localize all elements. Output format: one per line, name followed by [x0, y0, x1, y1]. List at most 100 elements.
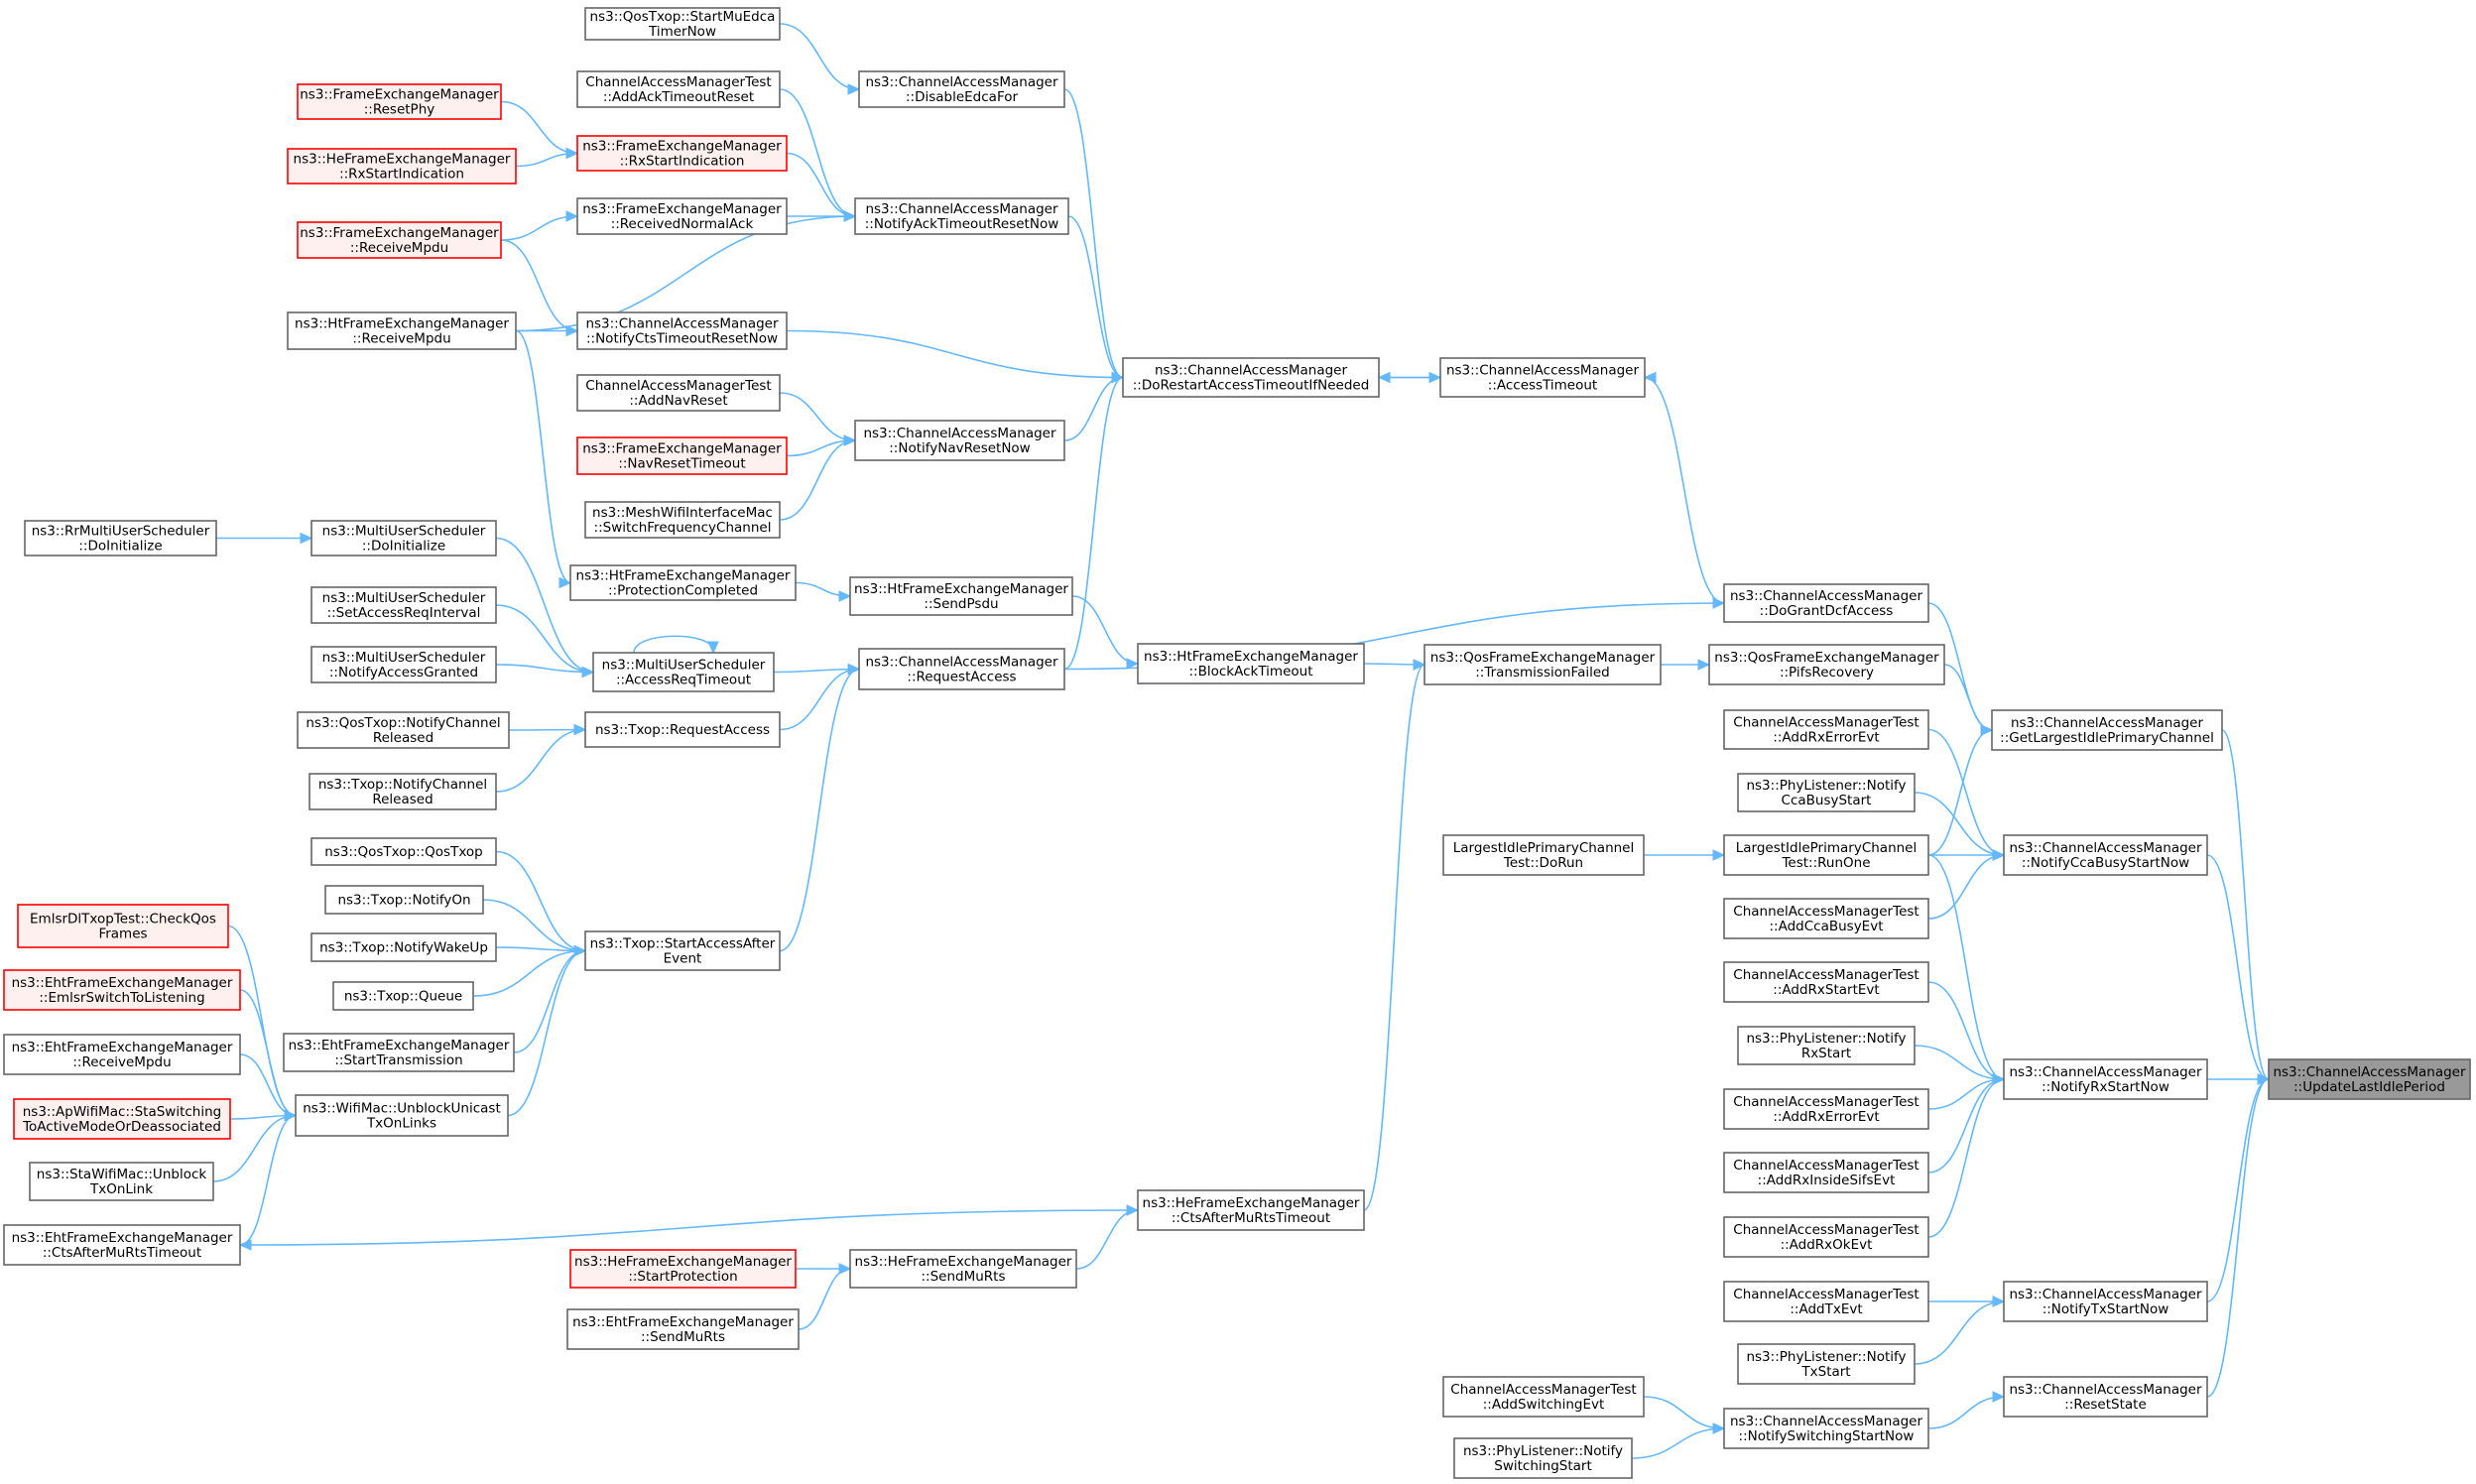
graph-node-mus-setaccessreq[interactable]: ns3::MultiUserScheduler::SetAccessReqInt… — [310, 586, 497, 624]
node-label-line: ns3::ChannelAccessManager — [1730, 1414, 1923, 1429]
graph-node-ehtfem-ctsafter[interactable]: ns3::EhtFrameExchangeManager::CtsAfterMu… — [3, 1224, 241, 1266]
graph-node-qostxop-qostxop[interactable]: ns3::QosTxop::QosTxop — [310, 837, 497, 866]
graph-node-notifytxstart[interactable]: ns3::ChannelAccessManager::NotifyTxStart… — [2003, 1281, 2208, 1322]
node-box — [569, 564, 797, 601]
edge-emlsr_checkqos-to-wifimac_unblock — [227, 925, 298, 1122]
graph-node-txop-notifywake[interactable]: ns3::Txop::NotifyWakeUp — [310, 932, 497, 962]
edge-resetstate-to-root — [2206, 1073, 2271, 1398]
graph-node-cam-test-rxerr1[interactable]: ChannelAccessManagerTest::AddRxErrorEvt — [1723, 709, 1929, 750]
graph-node-fem-receivempdu[interactable]: ns3::FrameExchangeManager::ReceiveMpdu — [297, 221, 502, 259]
graph-node-notifynavreset[interactable]: ns3::ChannelAccessManager::NotifyNavRese… — [854, 420, 1065, 461]
graph-node-notifyccabusy[interactable]: ns3::ChannelAccessManager::NotifyCcaBusy… — [2003, 834, 2208, 876]
graph-node-ehtfem-receivempdu[interactable]: ns3::EhtFrameExchangeManager::ReceiveMpd… — [3, 1034, 241, 1075]
graph-node-resetstate[interactable]: ns3::ChannelAccessManager::ResetState — [2003, 1376, 2208, 1418]
node-label-line: ChannelAccessManagerTest — [1733, 1287, 1919, 1302]
graph-node-ehtfem-sendmurts[interactable]: ns3::EhtFrameExchangeManager::SendMuRts — [566, 1308, 800, 1350]
node-box — [1723, 1088, 1929, 1130]
node-label-line: ChannelAccessManagerTest — [1450, 1382, 1636, 1398]
node-box — [854, 197, 1069, 235]
graph-node-fem-navreset[interactable]: ns3::FrameExchangeManager::NavResetTimeo… — [576, 436, 788, 475]
graph-node-apwifimac-sta[interactable]: ns3::ApWifiMac::StaSwitchingToActiveMode… — [13, 1098, 231, 1140]
graph-node-fem-rxstart[interactable]: ns3::FrameExchangeManager::RxStartIndica… — [576, 135, 788, 172]
graph-node-txop-queue[interactable]: ns3::Txop::Queue — [332, 981, 474, 1011]
edge-ehtfem_sendmurts-to-hefem_sendmurts — [798, 1263, 852, 1330]
node-box — [332, 981, 474, 1011]
node-label-line: ns3::Txop::NotifyChannel — [318, 777, 487, 793]
node-label-line: ns3::EhtFrameExchangeManager — [289, 1038, 510, 1053]
graph-node-htfem-blockack[interactable]: ns3::HtFrameExchangeManager::BlockAckTim… — [1137, 643, 1365, 684]
graph-node-ehtfem-emlsrswitch[interactable]: ns3::EhtFrameExchangeManager::EmlsrSwitc… — [3, 969, 241, 1011]
graph-node-dogrant[interactable]: ns3::ChannelAccessManager::DoGrantDcfAcc… — [1723, 583, 1929, 623]
graph-node-phy-rxstart[interactable]: ns3::PhyListener::NotifyRxStart — [1737, 1026, 1916, 1065]
node-label-line: ::CtsAfterMuRtsTimeout — [1172, 1210, 1330, 1226]
graph-node-phy-switching[interactable]: ns3::PhyListener::NotifySwitchingStart — [1453, 1437, 1633, 1479]
graph-node-hefem-sendmurts[interactable]: ns3::HeFrameExchangeManager::SendMuRts — [849, 1249, 1077, 1289]
node-label-line: ::SendPsdu — [924, 596, 998, 612]
graph-node-mus-notifygranted[interactable]: ns3::MultiUserScheduler::NotifyAccessGra… — [310, 646, 497, 683]
graph-node-fem-recvnormalack[interactable]: ns3::FrameExchangeManager::ReceivedNorma… — [576, 197, 788, 235]
edge-mus_setaccessreq-to-mus_accessreqtimeout — [495, 604, 595, 679]
node-label-line: ns3::ChannelAccessManager — [2009, 840, 2202, 856]
graph-node-htfem-protcompleted[interactable]: ns3::HtFrameExchangeManager::ProtectionC… — [569, 564, 797, 601]
node-label-line: ::DoGrantDcfAccess — [1760, 603, 1894, 619]
graph-node-getlargest[interactable]: ns3::ChannelAccessManager::GetLargestIdl… — [1991, 709, 2223, 751]
graph-node-cam-test-nav[interactable]: ChannelAccessManagerTest::AddNavReset — [576, 374, 781, 412]
node-label-line: ns3::QosTxop::StartMuEdca — [590, 9, 776, 25]
graph-node-notifyctstimeout[interactable]: ns3::ChannelAccessManager::NotifyCtsTime… — [576, 311, 788, 350]
graph-node-dorestart[interactable]: ns3::ChannelAccessManager::DoRestartAcce… — [1122, 357, 1380, 398]
node-label-line: ns3::EhtFrameExchangeManager — [12, 1230, 233, 1246]
graph-node-disableedca[interactable]: ns3::ChannelAccessManager::DisableEdcaFo… — [858, 70, 1065, 108]
node-label-line: ChannelAccessManagerTest — [1733, 1094, 1919, 1110]
edge-qosfem_txfailed-to-qosfem_pifs — [1661, 659, 1711, 671]
graph-node-qosfem-pifs[interactable]: ns3::QosFrameExchangeManager::PifsRecove… — [1708, 644, 1945, 685]
graph-node-cam-test-rxstart[interactable]: ChannelAccessManagerTest::AddRxStartEvt — [1723, 961, 1929, 1003]
edge-htfem_sendpsdu-to-htfem_blockack — [1071, 595, 1140, 670]
graph-node-htfem-sendpsdu[interactable]: ns3::HtFrameExchangeManager::SendPsdu — [849, 576, 1073, 616]
edge-ehtfem_starttx-to-txop_startaccess — [513, 944, 587, 1053]
graph-node-notifyrxstart[interactable]: ns3::ChannelAccessManager::NotifyRxStart… — [2003, 1058, 2208, 1100]
node-box — [576, 374, 781, 412]
graph-node-cam-test-ack[interactable]: ChannelAccessManagerTest::AddAckTimeoutR… — [576, 70, 781, 108]
graph-node-cam-test-rxok[interactable]: ChannelAccessManagerTest::AddRxOkEvt — [1723, 1216, 1929, 1258]
graph-node-notifyacktimeout[interactable]: ns3::ChannelAccessManager::NotifyAckTime… — [854, 197, 1069, 235]
node-label-line: ns3::ChannelAccessManager — [2009, 1064, 2202, 1080]
graph-node-hefem-ctsafter[interactable]: ns3::HeFrameExchangeManager::CtsAfterMuR… — [1137, 1189, 1365, 1231]
edge-txop_startaccess-to-requestaccess — [779, 663, 861, 952]
graph-node-cam-test-rxerr2[interactable]: ChannelAccessManagerTest::AddRxErrorEvt — [1723, 1088, 1929, 1130]
graph-node-mus-accessreqtimeout[interactable]: ns3::MultiUserScheduler::AccessReqTimeou… — [592, 652, 775, 692]
graph-node-rrmus-doinit[interactable]: ns3::RrMultiUserScheduler::DoInitialize — [24, 520, 217, 556]
graph-node-requestaccess[interactable]: ns3::ChannelAccessManager::RequestAccess — [858, 648, 1065, 690]
graph-node-qosfem-txfailed[interactable]: ns3::QosFrameExchangeManager::Transmissi… — [1424, 644, 1662, 685]
graph-node-txop-notifyon[interactable]: ns3::Txop::NotifyOn — [324, 885, 484, 915]
graph-node-hefem-startprot[interactable]: ns3::HeFrameExchangeManager::StartProtec… — [569, 1249, 797, 1289]
graph-node-phy-txstart[interactable]: ns3::PhyListener::NotifyTxStart — [1737, 1343, 1916, 1385]
graph-node-htfem-receivempdu[interactable]: ns3::HtFrameExchangeManager::ReceiveMpdu — [287, 311, 517, 350]
graph-node-cam-test-rxsifs[interactable]: ChannelAccessManagerTest::AddRxInsideSif… — [1723, 1152, 1929, 1193]
edge-disableedca-to-dorestart — [1063, 88, 1125, 384]
graph-node-fem-resetphy[interactable]: ns3::FrameExchangeManager::ResetPhy — [297, 83, 502, 120]
graph-node-hefem-rxstart[interactable]: ns3::HeFrameExchangeManager::RxStartIndi… — [287, 148, 517, 185]
node-box — [17, 904, 229, 948]
node-label-line: Released — [373, 730, 433, 746]
graph-node-mesh-switch[interactable]: ns3::MeshWifiInterfaceMac::SwitchFrequen… — [584, 501, 781, 539]
graph-node-root[interactable]: ns3::ChannelAccessManager::UpdateLastIdl… — [2268, 1058, 2471, 1100]
graph-node-txop-requestaccess[interactable]: ns3::Txop::RequestAccess — [584, 711, 781, 748]
graph-node-phy-ccabusy[interactable]: ns3::PhyListener::NotifyCcaBusyStart — [1737, 773, 1916, 812]
graph-node-mus-doinit[interactable]: ns3::MultiUserScheduler::DoInitialize — [310, 520, 497, 556]
graph-node-cam-test-ccabusy[interactable]: ChannelAccessManagerTest::AddCcaBusyEvt — [1723, 898, 1929, 939]
node-box — [1723, 709, 1929, 750]
graph-node-cam-test-tx[interactable]: ChannelAccessManagerTest::AddTxEvt — [1723, 1281, 1929, 1322]
graph-node-ehtfem-starttx[interactable]: ns3::EhtFrameExchangeManager::StartTrans… — [283, 1033, 515, 1072]
graph-node-accesstimeout[interactable]: ns3::ChannelAccessManager::AccessTimeout — [1439, 357, 1646, 398]
graph-node-cam-test-switch[interactable]: ChannelAccessManagerTest::AddSwitchingEv… — [1442, 1376, 1645, 1418]
graph-node-notifyswitching[interactable]: ns3::ChannelAccessManager::NotifySwitchi… — [1723, 1408, 1929, 1449]
